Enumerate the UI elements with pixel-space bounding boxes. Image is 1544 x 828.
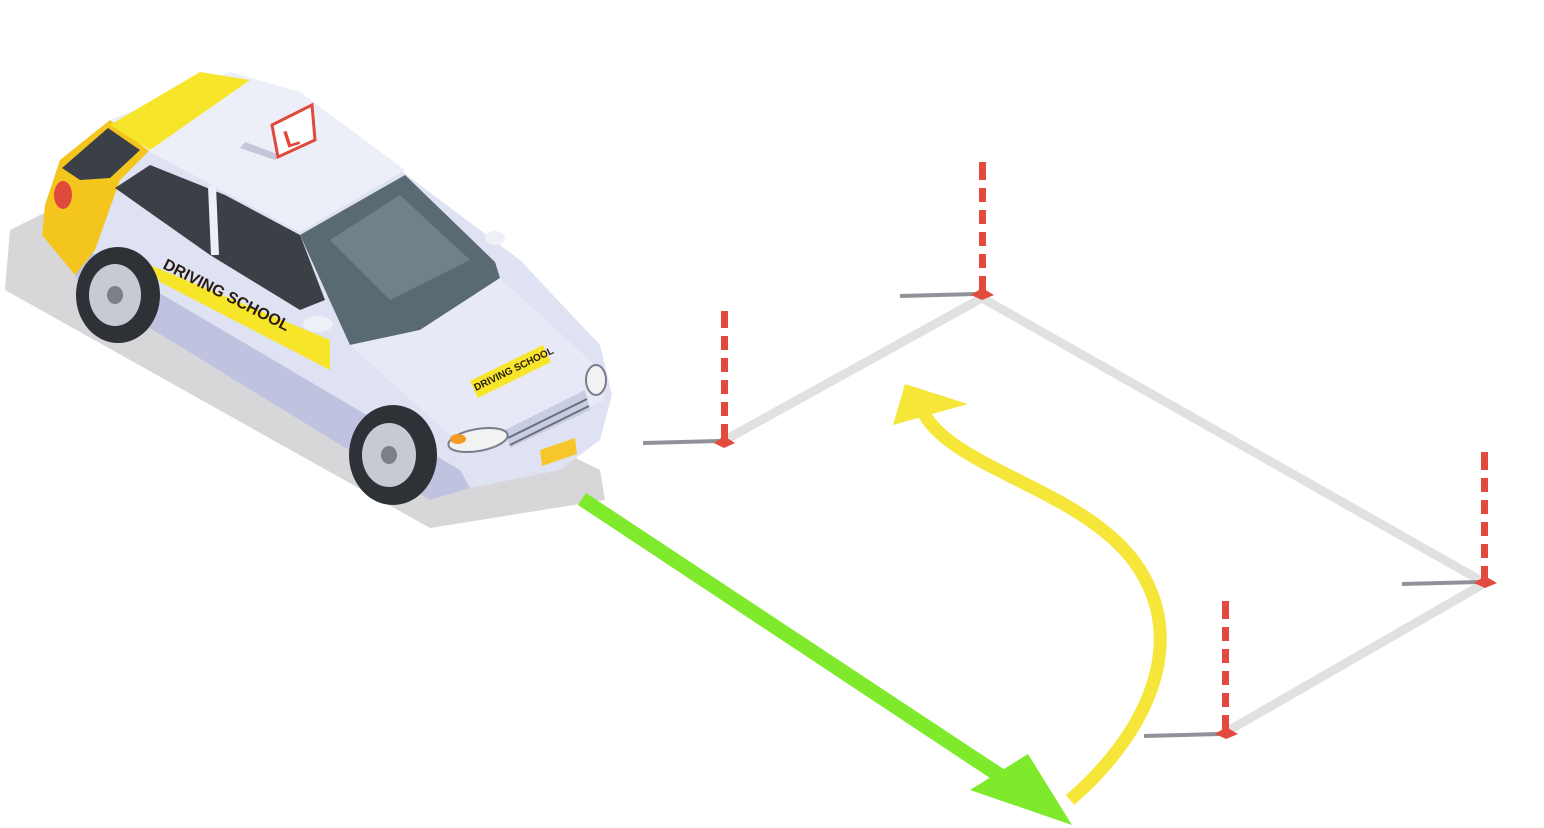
cone-4: [1143, 601, 1238, 739]
cone-1: [642, 311, 735, 448]
cone-2: [899, 162, 994, 300]
driving-school-car: DRIVING SCHOOL DRIVING SCHOOL L: [42, 72, 612, 505]
bay-line-right: [977, 293, 1490, 588]
cone-3: [1401, 452, 1497, 588]
learner-sign: L: [240, 102, 317, 160]
bay-line-back: [1221, 578, 1490, 737]
wheel-rear: [76, 247, 160, 343]
parking-bay: [720, 293, 1490, 737]
bay-line-front: [720, 293, 987, 445]
green-straight-arrow: [578, 493, 1072, 825]
yellow-curved-arrow: [893, 384, 1167, 805]
wheel-front: [349, 405, 437, 505]
